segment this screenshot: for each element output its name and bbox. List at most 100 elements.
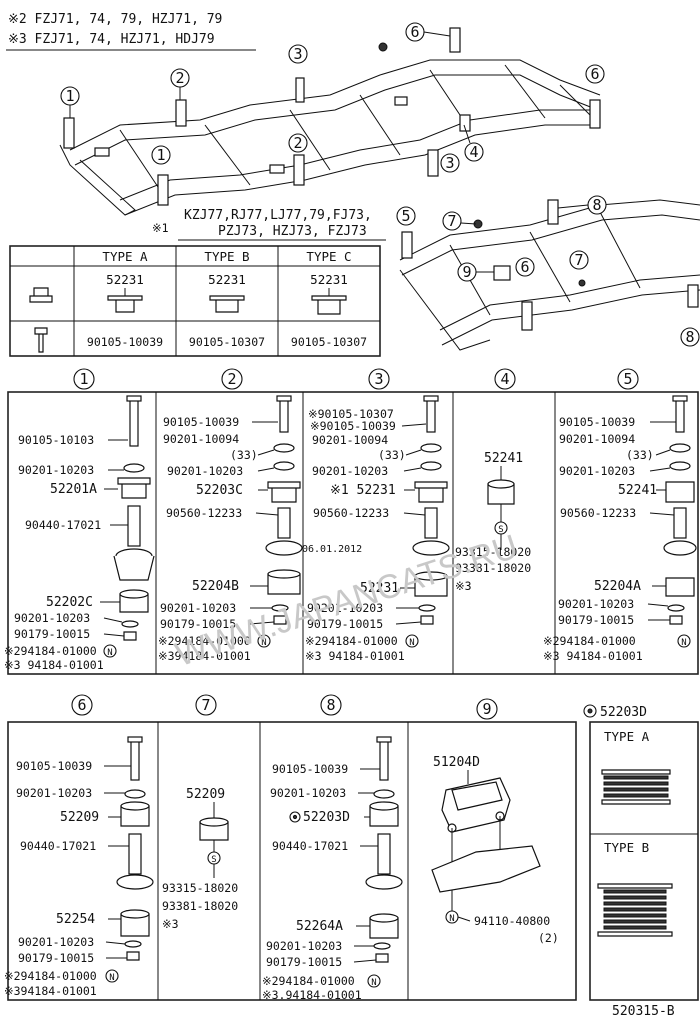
svg-text:TYPE A: TYPE A: [604, 729, 650, 744]
section-6: 90105-10039 90201-10203 52209 90440-1702…: [4, 736, 154, 998]
footer-code: 520315-B: [612, 1004, 675, 1019]
svg-text:90105-10307: 90105-10307: [291, 335, 367, 349]
inset-52203d-types: TYPE A TYPE B: [589, 721, 699, 1001]
svg-text:93381-18020: 93381-18020: [162, 899, 238, 913]
svg-text:※394184-01001: ※394184-01001: [158, 649, 251, 663]
svg-text:93315-18020: 93315-18020: [162, 881, 238, 895]
note-1-mark: ※1: [152, 221, 169, 235]
section-headers-bottom: 6 7 8 9: [71, 694, 498, 720]
svg-text:90105-10039: 90105-10039: [16, 759, 92, 773]
svg-text:6: 6: [410, 23, 419, 41]
svg-text:90560-12233: 90560-12233: [166, 506, 242, 520]
section-7: S 52209 93315-18020 93381-18020 ※3: [162, 787, 238, 931]
svg-text:7: 7: [447, 212, 456, 230]
frame-callouts: 1 2 3 1 2 3 4 6 6: [60, 22, 605, 173]
svg-text:S: S: [498, 525, 503, 535]
svg-text:※90105-10307: ※90105-10307: [308, 407, 394, 421]
date-stamp: 06.01.2012: [302, 544, 362, 555]
svg-text:90105-10039: 90105-10039: [272, 762, 348, 776]
svg-text:90201-10203: 90201-10203: [266, 939, 342, 953]
svg-text:6: 6: [77, 696, 86, 714]
section-4: S 52241 93315-18020 93381-18020 ※3: [455, 451, 531, 593]
svg-text:※90105-10039: ※90105-10039: [310, 419, 396, 433]
svg-text:90201-10203: 90201-10203: [18, 463, 94, 477]
svg-text:90440-17021: 90440-17021: [20, 839, 96, 853]
svg-text:90105-10039: 90105-10039: [87, 335, 163, 349]
svg-text:90201-10203: 90201-10203: [14, 611, 90, 625]
svg-text:90201-10094: 90201-10094: [163, 432, 239, 446]
svg-text:※3 94184-01001: ※3 94184-01001: [543, 649, 643, 663]
svg-text:93381-18020: 93381-18020: [455, 561, 531, 575]
section-headers: 1 2 3 4 5: [73, 368, 639, 390]
svg-text:90201-10203: 90201-10203: [18, 935, 94, 949]
svg-text:90105-10039: 90105-10039: [163, 415, 239, 429]
svg-text:90179-10015: 90179-10015: [307, 617, 383, 631]
svg-text:※3 94184-01001: ※3 94184-01001: [4, 658, 104, 672]
svg-text:52231: 52231: [360, 581, 399, 596]
svg-text:90201-10203: 90201-10203: [167, 464, 243, 478]
svg-text:90201-10203: 90201-10203: [559, 464, 635, 478]
svg-text:5: 5: [401, 207, 410, 225]
svg-text:90179-10015: 90179-10015: [160, 617, 236, 631]
svg-text:N: N: [409, 638, 414, 648]
svg-text:1: 1: [156, 146, 165, 164]
svg-text:1: 1: [65, 87, 74, 105]
svg-text:90179-10015: 90179-10015: [18, 951, 94, 965]
svg-text:2: 2: [227, 370, 236, 388]
svg-text:52264A: 52264A: [296, 919, 343, 934]
svg-text:93315-18020: 93315-18020: [455, 545, 531, 559]
svg-text:6: 6: [520, 258, 529, 276]
svg-text:52241: 52241: [618, 483, 657, 498]
frame-mount-bolts: [63, 27, 601, 206]
secondary-frame-callouts: 5 7 8 9 6 7 8: [396, 195, 700, 347]
svg-text:※294184-01000: ※294184-01000: [4, 644, 97, 658]
svg-text:90105-10307: 90105-10307: [189, 335, 265, 349]
svg-text:※394184-01001: ※394184-01001: [4, 984, 97, 998]
svg-text:52204B: 52204B: [192, 579, 239, 594]
svg-text:90201-10203: 90201-10203: [270, 786, 346, 800]
svg-text:(33): (33): [230, 448, 258, 462]
svg-text:90201-10094: 90201-10094: [312, 433, 388, 447]
svg-text:90201-10094: 90201-10094: [559, 432, 635, 446]
svg-text:52203D: 52203D: [303, 810, 350, 825]
svg-text:52254: 52254: [56, 912, 95, 927]
svg-text:90440-17021: 90440-17021: [25, 518, 101, 532]
svg-text:2: 2: [175, 69, 184, 87]
svg-text:52204A: 52204A: [594, 579, 641, 594]
svg-text:TYPE B: TYPE B: [604, 840, 649, 855]
svg-text:90105-10103: 90105-10103: [18, 433, 94, 447]
svg-text:90201-10203: 90201-10203: [16, 786, 92, 800]
note-2: ※2 FZJ71, 74, 79, HZJ71, 79: [8, 12, 222, 27]
svg-text:N: N: [681, 638, 686, 648]
svg-text:8: 8: [326, 696, 335, 714]
svg-text:※294184-01000: ※294184-01000: [158, 634, 251, 648]
svg-text:(33): (33): [626, 448, 654, 462]
svg-text:52201A: 52201A: [50, 482, 97, 497]
svg-text:TYPE B: TYPE B: [204, 249, 249, 264]
svg-text:90105-10039: 90105-10039: [559, 415, 635, 429]
type-table: TYPE A TYPE B TYPE C 52231 52231 52231 9…: [9, 245, 381, 357]
svg-text:52202C: 52202C: [46, 595, 93, 610]
svg-text:52231: 52231: [106, 272, 144, 287]
svg-text:※1 52231: ※1 52231: [330, 483, 396, 498]
svg-text:3: 3: [293, 45, 302, 63]
svg-text:※294184-01000: ※294184-01000: [4, 969, 97, 983]
svg-text:6: 6: [590, 65, 599, 83]
svg-text:52209: 52209: [186, 787, 225, 802]
section-3: ※90105-10307 ※90105-10039 90201-10094 (3…: [305, 395, 450, 663]
section-8: 90105-10039 90201-10203 52203D 90440-170…: [262, 736, 403, 1002]
section-1: 90105-10103 90201-10203 52201A 90440-170…: [4, 395, 155, 672]
svg-text:51204D: 51204D: [433, 755, 480, 770]
svg-text:52203C: 52203C: [196, 483, 243, 498]
svg-text:(33): (33): [378, 448, 406, 462]
svg-text:90179-10015: 90179-10015: [14, 627, 90, 641]
svg-text:8: 8: [685, 328, 694, 346]
svg-text:※3: ※3: [455, 579, 472, 593]
svg-text:TYPE C: TYPE C: [306, 249, 351, 264]
svg-text:TYPE A: TYPE A: [102, 249, 148, 264]
svg-text:94110-40800: 94110-40800: [474, 914, 550, 928]
svg-text:※3.94184-01001: ※3.94184-01001: [262, 988, 362, 1002]
note-1-line2: PZJ73, HZJ73, FZJ73: [218, 224, 367, 239]
svg-text:1: 1: [79, 370, 88, 388]
